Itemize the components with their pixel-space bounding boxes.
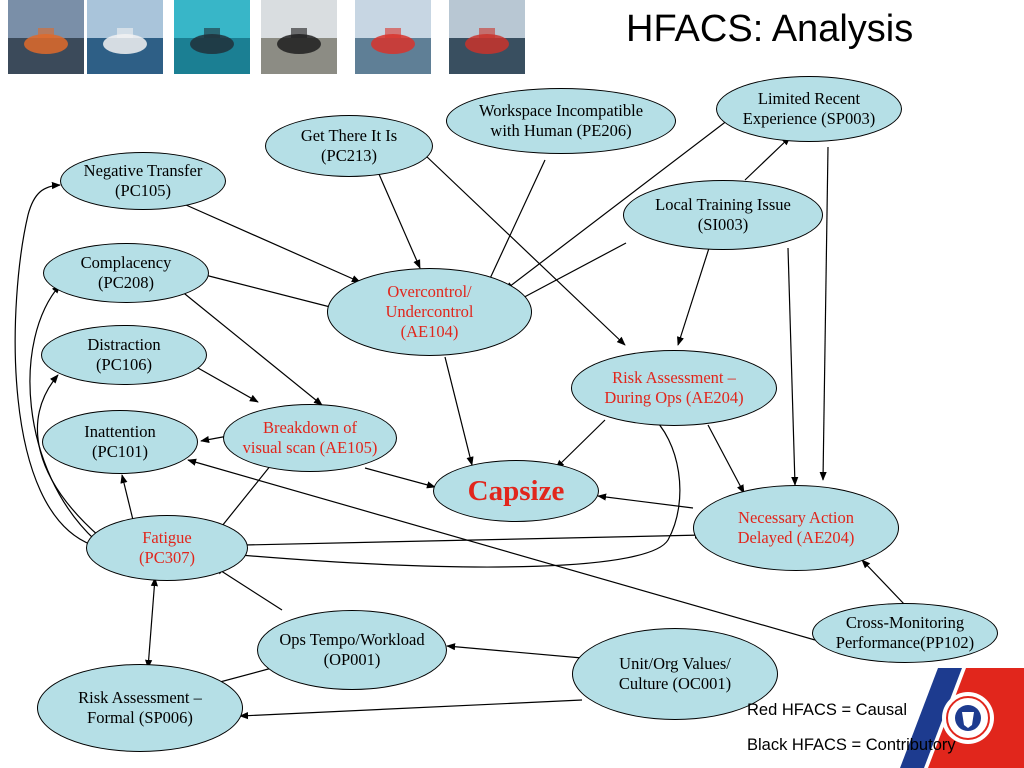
edge-fatigue-distraction (36, 374, 101, 538)
edge-delayed-capsize (597, 493, 694, 509)
node-cross-monitoring: Cross-Monitoring Performance(PP102) (812, 603, 998, 663)
edge-complacency-breakdown (179, 289, 323, 406)
response-boat-photo (355, 0, 431, 74)
edge-distraction-breakdown (197, 367, 259, 403)
edge-risk-during-capsize (555, 419, 606, 469)
node-fatigue: Fatigue (PC307) (86, 515, 248, 581)
node-local-training-issue: Local Training Issue (SI003) (623, 180, 823, 250)
node-capsize: Capsize (433, 460, 599, 522)
edge-limited-delayed (819, 146, 829, 481)
helicopter-photo (449, 0, 525, 74)
edge-local-delayed (787, 247, 799, 486)
node-overcontrol: Overcontrol/ Undercontrol (AE104) (327, 268, 532, 356)
node-ops-tempo-workload: Ops Tempo/Workload (OP001) (257, 610, 447, 690)
canine-team-photo (261, 0, 337, 74)
node-complacency: Complacency (PC208) (43, 243, 209, 303)
node-negative-transfer: Negative Transfer (PC105) (60, 152, 226, 210)
legend-causal: Red HFACS = Causal (747, 701, 908, 719)
edge-workspace-overcontrol (486, 159, 546, 286)
edge-get-there-overcontrol (374, 164, 421, 269)
node-workspace-incompatible: Workspace Incompatible with Human (PE206… (446, 88, 676, 154)
page-title: HFACS: Analysis (626, 8, 914, 50)
rescue-crew-photo (8, 0, 84, 74)
edge-cross-delayed (861, 559, 906, 606)
edge-limited-overcontrol (504, 119, 729, 291)
edge-local-risk-during (677, 244, 711, 346)
edge-get-there-risk-during (424, 154, 626, 346)
node-necessary-action-delayed: Necessary Action Delayed (AE204) (693, 485, 899, 571)
edge-unit-formal (239, 699, 583, 720)
edge-local-overcontrol (514, 242, 627, 303)
edge-breakdown-capsize (364, 467, 436, 489)
node-breakdown-visual-scan: Breakdown of visual scan (AE105) (223, 404, 397, 472)
node-risk-assessment-formal: Risk Assessment – Formal (SP006) (37, 664, 243, 752)
diver-photo (174, 0, 250, 74)
node-inattention: Inattention (PC101) (42, 410, 198, 474)
patrol-boat-photo (87, 0, 163, 74)
legend-contributory: Black HFACS = Contributory (747, 736, 956, 754)
edge-overcontrol-capsize (444, 356, 474, 466)
edge-negative-transfer-overcontrol (185, 204, 361, 283)
node-distraction: Distraction (PC106) (41, 325, 207, 385)
edge-unit-ops (446, 643, 583, 659)
edge-cross-inattention (187, 458, 816, 641)
edge-fatigue-breakdown (221, 459, 276, 527)
node-get-there-it-is: Get There It Is (PC213) (265, 115, 433, 177)
edge-formal-fatigue (145, 577, 158, 669)
edge-fatigue-inattention (120, 474, 134, 521)
edge-risk-during-delayed (707, 424, 745, 494)
edge-fatigue-risk-during (239, 414, 681, 568)
coast-guard-stripe (900, 668, 1024, 768)
edge-local-limited (744, 136, 791, 181)
edge-fatigue-complacency (29, 284, 96, 541)
edge-complacency-overcontrol (204, 274, 343, 312)
node-limited-recent-experience: Limited Recent Experience (SP003) (716, 76, 902, 142)
edge-ops-fatigue (214, 566, 283, 611)
edge-fatigue-negative-transfer (14, 181, 93, 546)
node-unit-org-values: Unit/Org Values/ Culture (OC001) (572, 628, 778, 720)
node-risk-assessment-during-ops: Risk Assessment – During Ops (AE204) (571, 350, 777, 426)
edge-fatigue-delayed (244, 531, 704, 546)
